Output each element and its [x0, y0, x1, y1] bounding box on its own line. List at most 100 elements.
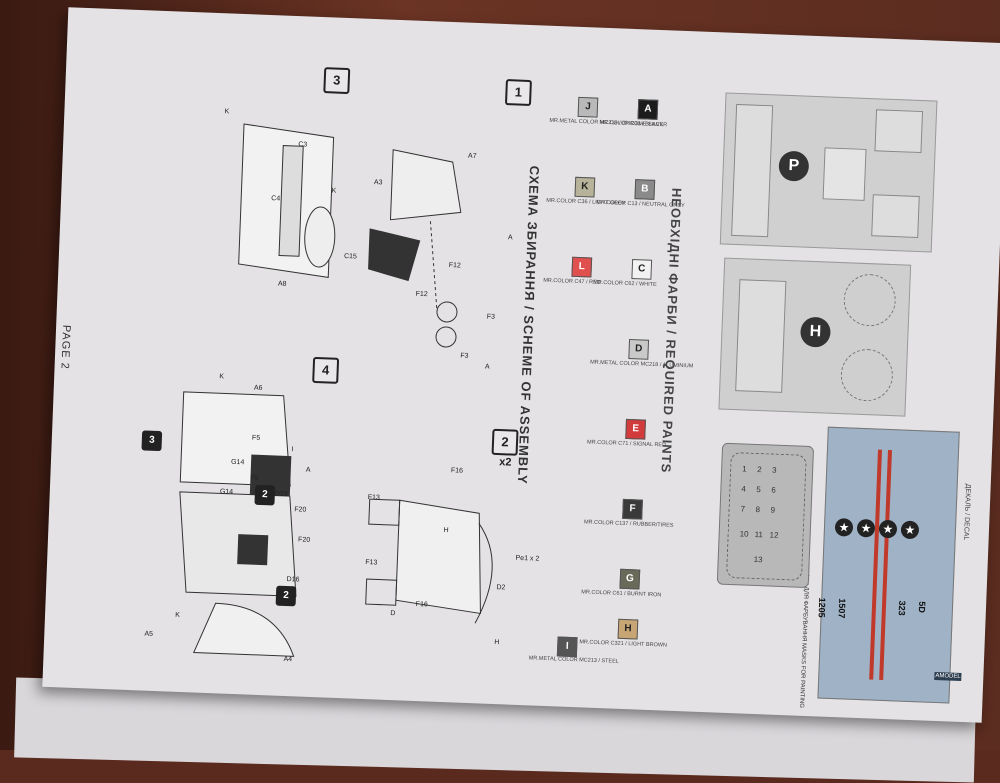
part-label: F16: [415, 600, 428, 609]
rotor-part: [839, 348, 894, 403]
part-label: A4: [283, 655, 293, 664]
decal-code: 1507: [836, 598, 848, 619]
part-label: H: [443, 526, 449, 535]
part-label: F3: [460, 352, 469, 360]
decal-stripe: [879, 449, 893, 680]
star-insignia-icon: ★: [900, 520, 920, 540]
part-label: A8: [277, 280, 287, 288]
paints-title: НЕОБХІДНІ ФАРБИ / REQUIRED PAINTS: [658, 187, 685, 474]
part-label: K: [219, 373, 225, 381]
part-label: A: [305, 466, 311, 474]
mask-number: 3: [771, 465, 777, 475]
paints-title-wrap: НЕОБХІДНІ ФАРБИ / REQUIRED PAINTS: [653, 120, 689, 540]
paint-chip-f: F: [622, 498, 643, 520]
step-2-number: 2: [491, 428, 519, 456]
part-label: G14: [219, 488, 234, 496]
mask-number: 1: [741, 464, 747, 474]
step-3-number: 3: [323, 67, 351, 95]
paint-name-e: MR.COLOR C71 / SIGNAL RED: [586, 439, 667, 449]
step-1-number: 1: [504, 79, 532, 107]
decal-code: 5D: [916, 601, 928, 614]
paint-chip-b: B: [634, 179, 656, 200]
part-label: F20: [294, 506, 307, 514]
paint-chip-c: C: [631, 259, 653, 280]
mask-sheet: 1 2 3 4 5 6 7 8 9 10 11 12 13: [716, 442, 815, 589]
part-label: D16: [286, 576, 300, 584]
paint-chip-h: H: [617, 618, 639, 640]
part-label: A7: [467, 152, 477, 160]
sprue-p: P: [719, 92, 938, 253]
part-label: D2: [496, 584, 506, 592]
star-insignia-icon: ★: [856, 518, 876, 538]
part-label: A3: [373, 179, 383, 187]
sub-step-badge: 3: [141, 430, 163, 452]
decal-brand: AMODEL: [934, 671, 962, 681]
paint-name-c: MR.COLOR C62 / WHITE: [593, 279, 657, 288]
paint-chip-a: A: [637, 99, 659, 120]
sub-step-badge: 2: [254, 484, 276, 506]
part-label: D: [390, 610, 396, 618]
mask-number: 4: [741, 484, 747, 494]
scheme-title: СХЕМА ЗБИРАННЯ / SCHEME OF ASSEMBLY: [514, 165, 543, 485]
part-label: K: [224, 108, 230, 116]
paint-chip-d: D: [628, 338, 650, 360]
part-label: D23: [274, 490, 288, 498]
paint-chip-g: G: [619, 568, 641, 590]
mask-number: 6: [771, 485, 777, 495]
part-label: C4: [271, 195, 281, 203]
decal-stars-row: ★ ★ ★ ★: [834, 518, 925, 545]
part-label: G14: [230, 458, 245, 467]
part-label: A: [484, 363, 490, 371]
paint-name-l: MR.COLOR C47 / RED: [543, 277, 601, 286]
part-label: C3: [298, 141, 308, 149]
paint-name-g: MR.COLOR C61 / BURNT IRON: [581, 589, 662, 599]
decal-title: ДЕКАЛЬ / DECAL: [962, 483, 972, 541]
sprue-h-badge: H: [799, 316, 832, 348]
sprue-h-part: [735, 279, 787, 393]
paint-chip-l: L: [571, 256, 593, 278]
part-label: F5: [251, 434, 261, 442]
part-label: F12: [448, 262, 461, 270]
part-label: I: [291, 446, 294, 454]
sprue-p-badge: P: [778, 150, 810, 182]
decal-title-wrap: ДЕКАЛЬ / DECAL: [957, 432, 977, 592]
part-label: K: [175, 611, 180, 619]
part-label: A: [507, 234, 513, 242]
decal-code: 323: [896, 600, 908, 616]
part-label: F5: [250, 474, 259, 482]
decal-sheet: ★ ★ ★ ★ 1205 1507 323 5D AMODEL: [817, 426, 962, 704]
paint-name-h: MR.COLOR C321 / LIGHT BROWN: [579, 639, 668, 649]
sub-step-badge: 2: [275, 585, 297, 607]
mask-number: 11: [754, 529, 764, 540]
step-3-diagram: [238, 123, 336, 278]
part-label: A5: [144, 630, 154, 638]
mask-outline: [725, 451, 807, 581]
part-label: F13: [367, 494, 380, 502]
part-label: C15: [343, 252, 358, 261]
sprue-p-part: [731, 103, 774, 238]
star-insignia-icon: ★: [878, 519, 898, 539]
part-label: F13: [365, 559, 378, 567]
mask-number: 5: [756, 484, 762, 495]
part-label: A6: [253, 384, 263, 392]
mask-number: 2: [756, 464, 762, 475]
mask-number: 8: [755, 504, 761, 515]
sprue-h: H: [718, 257, 912, 417]
star-insignia-icon: ★: [834, 518, 854, 537]
step-1-diagram: [368, 149, 462, 348]
paint-chip-e: E: [625, 418, 646, 440]
mask-number: 12: [769, 530, 779, 540]
part-label: F3: [486, 313, 496, 321]
part-label: H: [494, 639, 500, 647]
instruction-sheet: НЕОБХІДНІ ФАРБИ / REQUIRED PAINTS СХЕМА …: [42, 7, 1000, 723]
sprue-p-part: [871, 194, 920, 238]
mask-number: 10: [739, 529, 749, 539]
step-4-diagram: [179, 391, 297, 657]
sprue-p-part: [822, 147, 867, 201]
paint-chip-k: K: [574, 176, 596, 198]
paint-chip-i: I: [556, 636, 578, 658]
part-label: F12: [415, 290, 428, 299]
part-label: F20: [297, 536, 311, 544]
page-label-wrap: PAGE 2: [53, 297, 77, 398]
mask-title-wrap: МАСКИ ДЛЯ ФАРБУВАННЯ MASKS FOR PAINTING: [795, 564, 814, 708]
